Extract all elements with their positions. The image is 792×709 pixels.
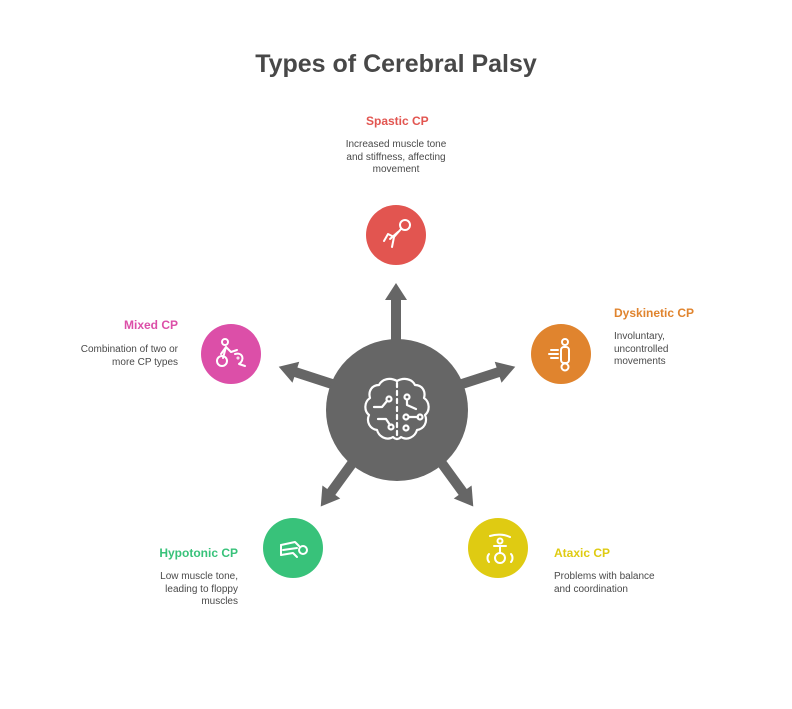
desc-hypotonic: Low muscle tone, leading to floppy muscl…	[160, 571, 238, 607]
floppy-body-icon	[280, 541, 308, 558]
page-title: Types of Cerebral Palsy	[255, 50, 537, 78]
moving-limb-icon	[548, 338, 570, 372]
desc-spastic: Increased muscle tone and stiffness, aff…	[345, 139, 447, 175]
label-dyskinetic: Dyskinetic CP	[614, 306, 695, 320]
arrow-mixed	[278, 361, 334, 389]
label-mixed: Mixed CP	[123, 318, 178, 332]
node-spastic	[366, 205, 426, 265]
desc-dyskinetic: Involuntary, uncontrolled movements	[614, 331, 669, 367]
desc-ataxic: Problems with balance and coordination	[554, 571, 655, 595]
balance-icon	[486, 533, 514, 564]
label-hypotonic: Hypotonic CP	[159, 546, 238, 560]
node-hypotonic	[263, 518, 323, 578]
cyclist-icon	[216, 338, 246, 367]
brain-icon	[364, 377, 430, 441]
stiff-arm-icon	[383, 219, 411, 248]
arrow-hypotonic	[320, 455, 361, 507]
node-ataxic	[468, 518, 528, 578]
label-ataxic: Ataxic CP	[554, 546, 611, 560]
arrow-spastic	[385, 283, 407, 342]
arrow-ataxic	[433, 455, 474, 507]
node-dyskinetic	[531, 324, 591, 384]
node-mixed	[201, 324, 261, 384]
label-spastic: Spastic CP	[366, 114, 429, 128]
center-hub	[326, 339, 468, 481]
arrow-dyskinetic	[460, 361, 516, 389]
desc-mixed: Combination of two or more CP types	[80, 344, 178, 368]
